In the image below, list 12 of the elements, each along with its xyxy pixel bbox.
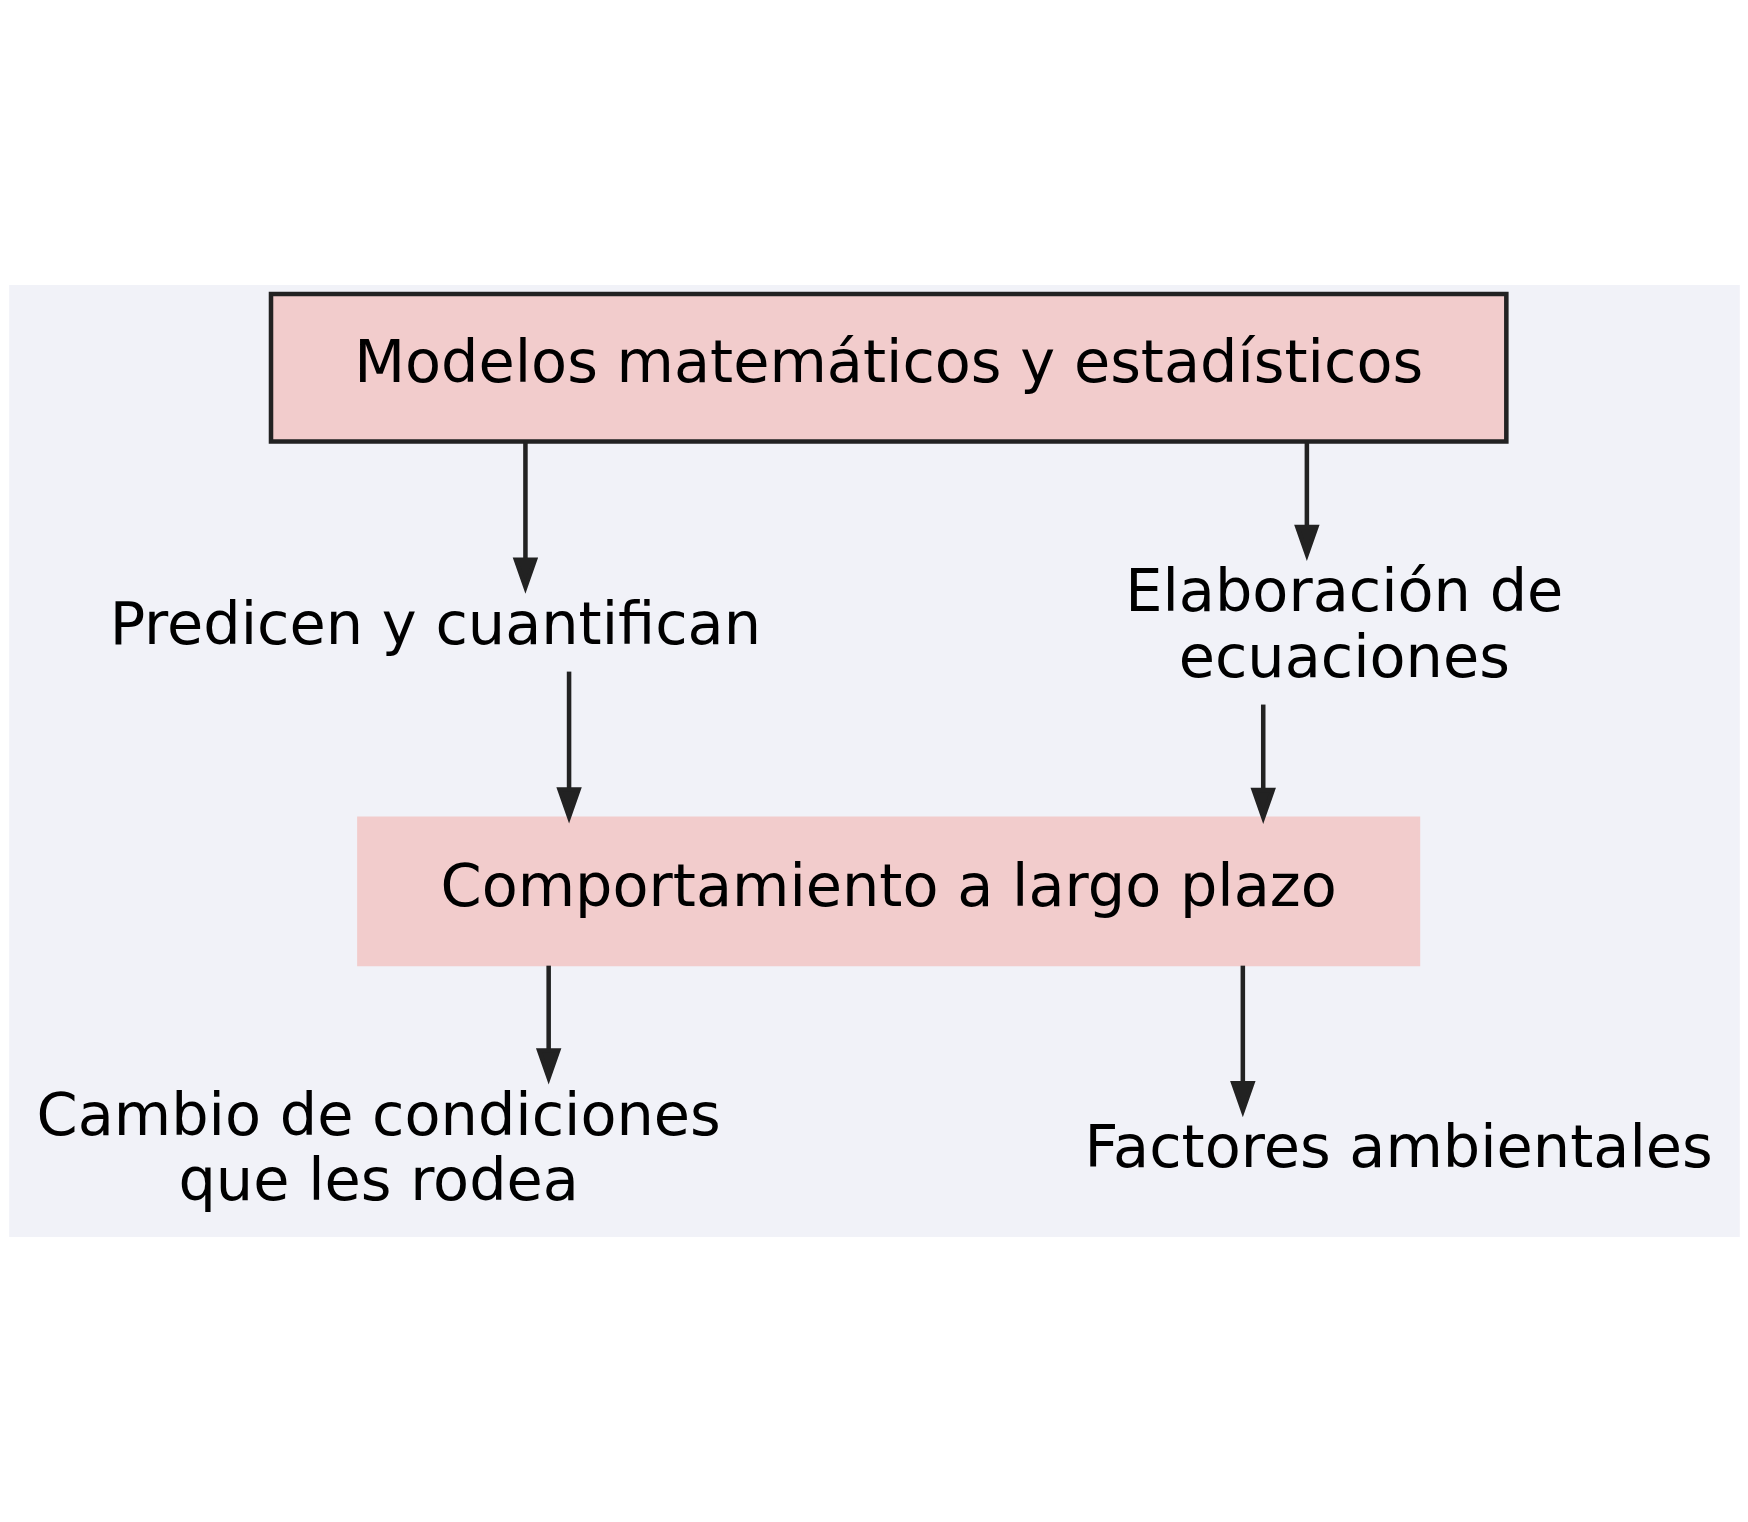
node-box: Comportamiento a largo plazo bbox=[356, 816, 1420, 967]
arrow bbox=[555, 671, 582, 824]
arrow bbox=[535, 965, 561, 1085]
arrow bbox=[1250, 704, 1276, 825]
arrow bbox=[1293, 442, 1320, 561]
arrow bbox=[512, 442, 538, 594]
arrow bbox=[1229, 965, 1256, 1118]
node-text: Elaboración de ecuaciones bbox=[1124, 555, 1563, 691]
node-box: Modelos matemáticos y estadísticos bbox=[268, 291, 1509, 444]
node-text: Factores ambientales bbox=[1084, 1112, 1713, 1182]
node-text: Predicen y cuantifican bbox=[109, 588, 761, 658]
node-text: Cambio de condiciones que les rodea bbox=[36, 1079, 721, 1215]
